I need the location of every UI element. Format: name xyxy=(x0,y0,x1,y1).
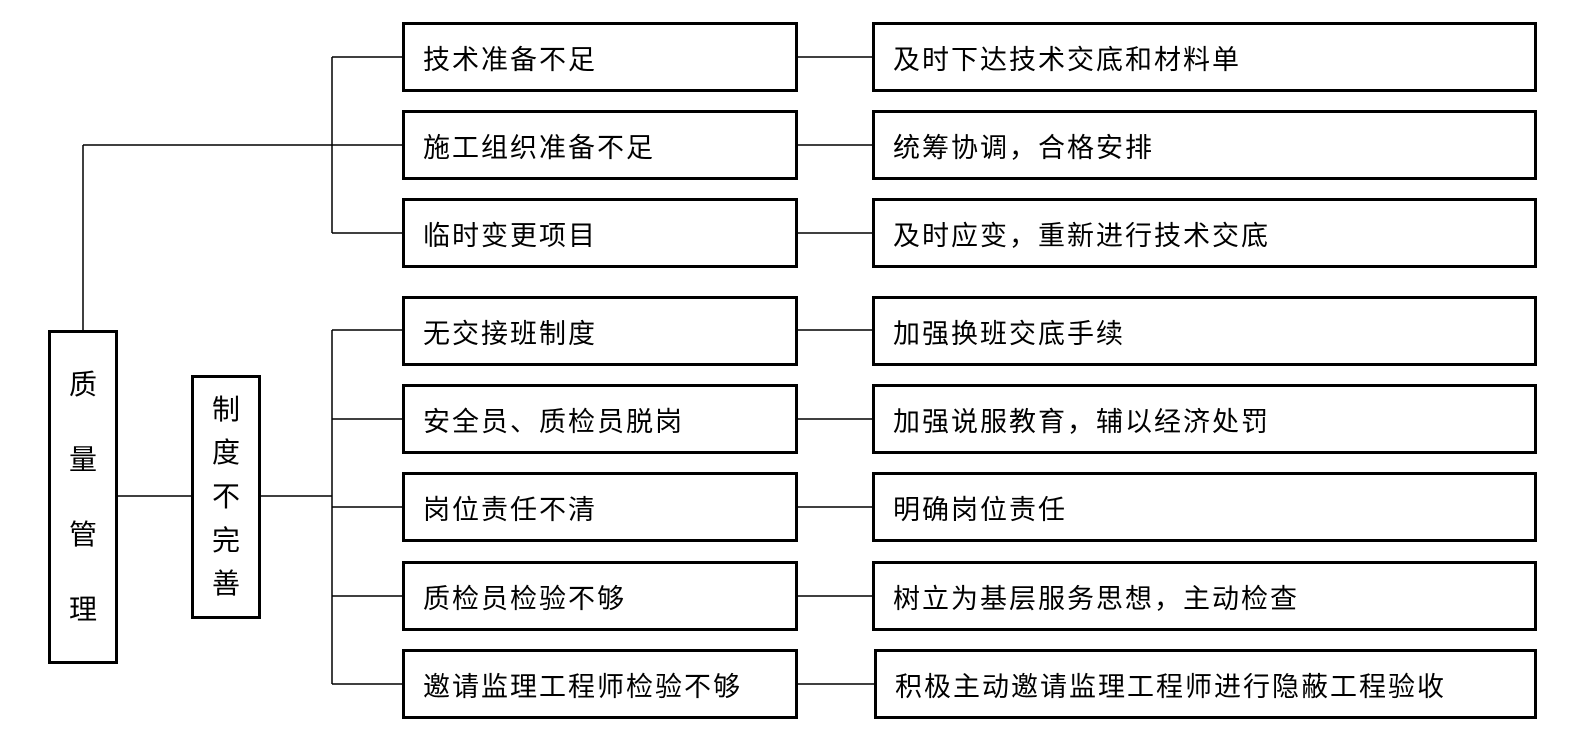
cause-box: 无交接班制度 xyxy=(402,296,798,366)
measure-label: 统筹协调，合格安排 xyxy=(893,132,1154,164)
sub-box: 制 度 不 完 善 xyxy=(191,375,261,619)
root-char: 量 xyxy=(68,442,97,476)
cause-box: 安全员、质检员脱岗 xyxy=(402,384,798,454)
root-box: 质 量 管 理 xyxy=(48,330,118,664)
cause-label: 岗位责任不清 xyxy=(423,494,597,526)
root-char: 管 xyxy=(68,517,97,551)
sub-char: 善 xyxy=(211,567,240,601)
cause-box: 邀请监理工程师检验不够 xyxy=(402,649,798,719)
cause-label: 质检员检验不够 xyxy=(423,583,626,615)
measure-box: 加强说服教育，辅以经济处罚 xyxy=(872,384,1537,454)
sub-char: 不 xyxy=(211,479,240,513)
root-char: 质 xyxy=(68,367,97,401)
sub-char: 度 xyxy=(211,436,240,470)
measure-label: 加强换班交底手续 xyxy=(893,318,1125,350)
cause-box: 临时变更项目 xyxy=(402,198,798,268)
cause-box: 质检员检验不够 xyxy=(402,561,798,631)
measure-box: 及时下达技术交底和材料单 xyxy=(872,22,1537,92)
cause-box: 技术准备不足 xyxy=(402,22,798,92)
measure-label: 及时应变，重新进行技术交底 xyxy=(893,220,1270,252)
measure-box: 加强换班交底手续 xyxy=(872,296,1537,366)
cause-label: 临时变更项目 xyxy=(423,220,597,252)
measure-label: 明确岗位责任 xyxy=(893,494,1067,526)
sub-char: 完 xyxy=(211,523,240,557)
measure-box: 树立为基层服务思想，主动检查 xyxy=(872,561,1537,631)
cause-label: 安全员、质检员脱岗 xyxy=(423,406,684,438)
cause-label: 技术准备不足 xyxy=(423,44,597,76)
cause-label: 邀请监理工程师检验不够 xyxy=(423,671,742,703)
measure-box: 积极主动邀请监理工程师进行隐蔽工程验收 xyxy=(874,649,1537,719)
measure-label: 及时下达技术交底和材料单 xyxy=(893,44,1241,76)
measure-box: 统筹协调，合格安排 xyxy=(872,110,1537,180)
sub-char: 制 xyxy=(211,392,240,426)
cause-box: 施工组织准备不足 xyxy=(402,110,798,180)
measure-box: 明确岗位责任 xyxy=(872,472,1537,542)
cause-label: 无交接班制度 xyxy=(423,318,597,350)
measure-label: 树立为基层服务思想，主动检查 xyxy=(893,583,1299,615)
root-char: 理 xyxy=(68,592,97,626)
measure-label: 积极主动邀请监理工程师进行隐蔽工程验收 xyxy=(895,671,1446,703)
measure-label: 加强说服教育，辅以经济处罚 xyxy=(893,406,1270,438)
cause-label: 施工组织准备不足 xyxy=(423,132,655,164)
cause-box: 岗位责任不清 xyxy=(402,472,798,542)
measure-box: 及时应变，重新进行技术交底 xyxy=(872,198,1537,268)
